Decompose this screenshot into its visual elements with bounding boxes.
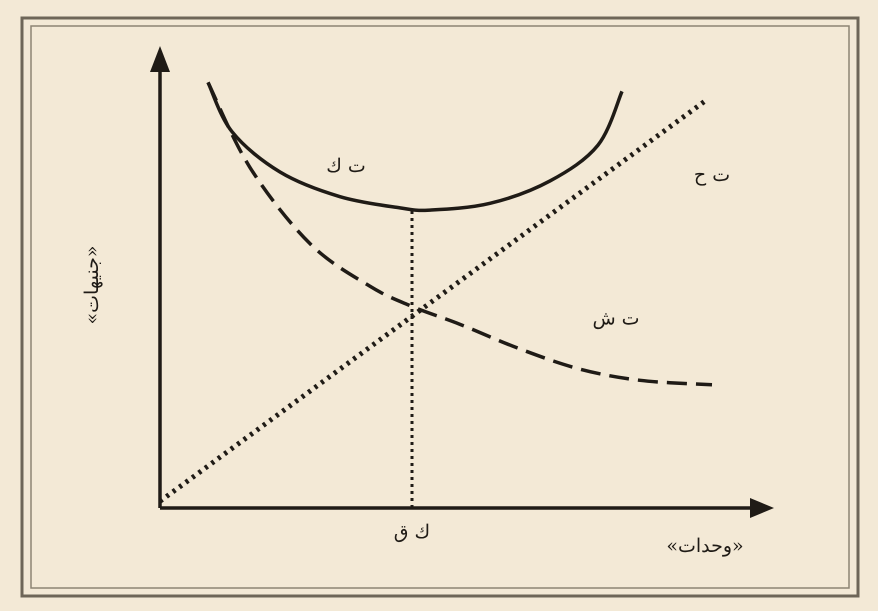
y-axis-label: «جنيهات»	[81, 246, 103, 325]
series-line-3	[158, 98, 708, 504]
text-layer: «وحدات» «جنيهات» ت ك ت ح ت ش ك ق	[81, 155, 744, 557]
x-axis-arrowhead	[750, 498, 774, 518]
axes	[150, 46, 774, 518]
series-line-1	[206, 81, 624, 213]
curve-label-2: ت ح	[694, 164, 730, 186]
x-axis-label: «وحدات»	[666, 535, 743, 557]
x-tick-label-1: ك ق	[394, 521, 430, 543]
outer-frame	[20, 16, 860, 598]
y-axis-arrowhead	[150, 46, 170, 72]
curve-label-1: ت ك	[326, 155, 366, 177]
series-line-2	[206, 81, 713, 387]
curve-label-3: ت ش	[592, 307, 639, 329]
inner-frame	[30, 25, 850, 589]
series-layer	[158, 81, 713, 508]
